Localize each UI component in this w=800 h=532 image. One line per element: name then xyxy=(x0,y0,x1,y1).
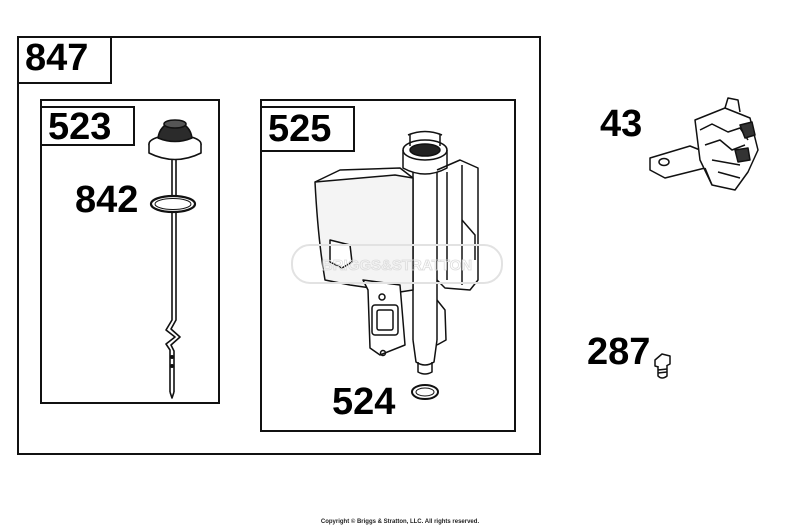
kit-847-label: 847 xyxy=(17,36,112,84)
screw-part-number: 287 xyxy=(587,331,651,373)
watermark-text: BRIGGS&STRATTON xyxy=(322,257,472,274)
dipstick-kit-523-frame xyxy=(40,99,220,404)
tube-kit-525-frame xyxy=(260,99,516,432)
dipstick-part-number: 842 xyxy=(75,179,139,221)
oring-part-number: 524 xyxy=(332,381,396,423)
kit-847-frame xyxy=(17,36,541,455)
watermark-logo: BRIGGS&STRATTON xyxy=(291,244,503,284)
bracket-part-number: 43 xyxy=(600,103,643,145)
tube-kit-525-label: 525 xyxy=(260,106,355,152)
dipstick-kit-523-label: 523 xyxy=(40,106,135,146)
copyright-footer: Copyright © Briggs & Stratton, LLC. All … xyxy=(320,519,480,525)
